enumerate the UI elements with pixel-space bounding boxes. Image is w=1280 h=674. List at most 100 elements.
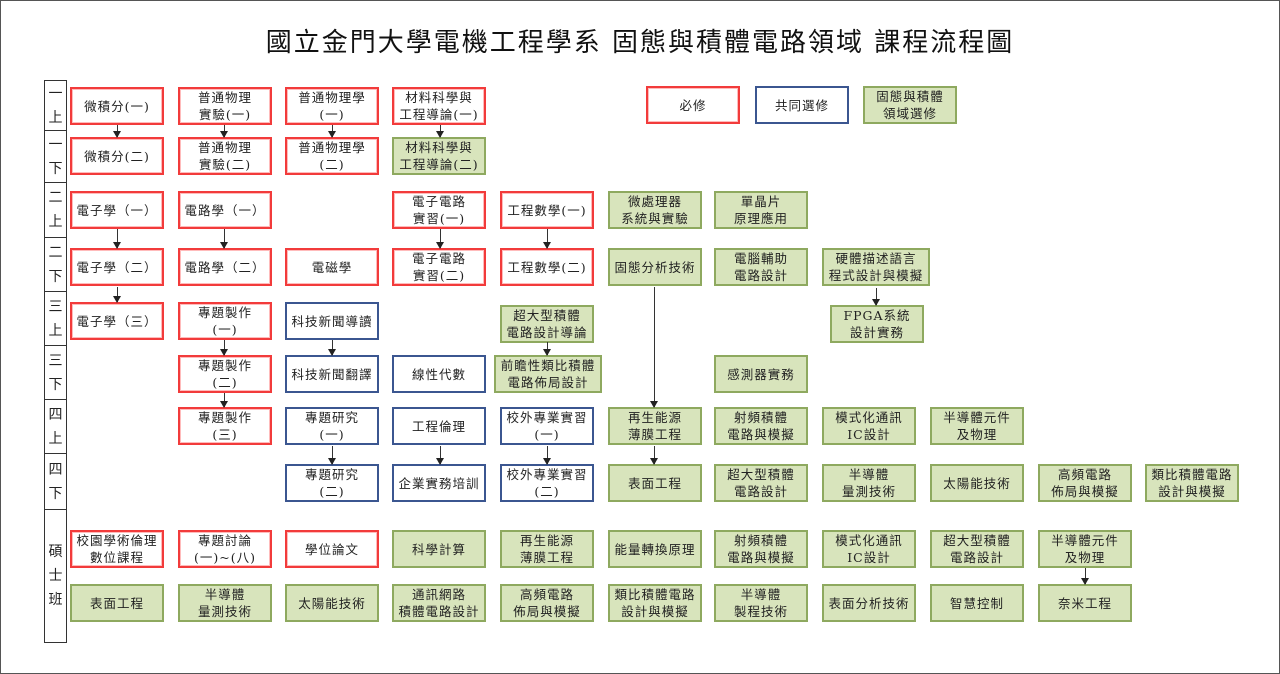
course-box: 普通物理 實驗(二): [178, 137, 272, 175]
semester-label: 三 下: [44, 345, 67, 399]
course-box: 類比積體電路 設計與模擬: [608, 584, 702, 622]
course-box: 單晶片 原理應用: [714, 191, 808, 229]
prerequisite-arrow: [650, 446, 658, 465]
course-box: 半導體元件 及物理: [1038, 530, 1132, 568]
course-box: 表面工程: [608, 464, 702, 502]
semester-label: 二 上: [44, 182, 67, 237]
course-box: 專題研究 (二): [285, 464, 379, 502]
course-box: 電腦輔助 電路設計: [714, 248, 808, 286]
course-box: 工程數學(一): [500, 191, 594, 229]
course-box: 半導體 量測技術: [178, 584, 272, 622]
page-title: 國立金門大學電機工程學系 固態與積體電路領域 課程流程圖: [265, 28, 1015, 58]
prerequisite-arrow: [436, 446, 444, 465]
semester-label: 碩 士 班: [44, 509, 67, 643]
prerequisite-arrow: [543, 446, 551, 465]
course-box: 模式化通訊 IC設計: [822, 407, 916, 445]
semester-label: 一 下: [44, 130, 67, 182]
course-box: 電子學（一）: [70, 191, 164, 229]
course-box: 電磁學: [285, 248, 379, 286]
prerequisite-arrow: [650, 287, 658, 408]
course-box: 普通物理學 (二): [285, 137, 379, 175]
prerequisite-arrow: [113, 229, 121, 249]
course-box: 校園學術倫理 數位課程: [70, 530, 164, 568]
legend-item: 必修: [646, 86, 740, 124]
course-box: 射頻積體 電路與模擬: [714, 530, 808, 568]
course-box: 智慧控制: [930, 584, 1024, 622]
prerequisite-arrow: [220, 393, 228, 408]
prerequisite-arrow: [436, 125, 444, 138]
prerequisite-arrow: [436, 229, 444, 249]
course-box: 高頻電路 佈局與模擬: [1038, 464, 1132, 502]
course-box: 類比積體電路 設計與模擬: [1145, 464, 1239, 502]
course-box: 半導體 量測技術: [822, 464, 916, 502]
course-box: 太陽能技術: [285, 584, 379, 622]
course-box: 再生能源 薄膜工程: [500, 530, 594, 568]
course-box: 超大型積體 電路設計: [714, 464, 808, 502]
legend-item: 共同選修: [755, 86, 849, 124]
course-box: 感測器實務: [714, 355, 808, 393]
course-box: 專題製作 (三): [178, 407, 272, 445]
course-box: 微積分(一): [70, 87, 164, 125]
course-box: 科學計算: [392, 530, 486, 568]
course-box: 固態分析技術: [608, 248, 702, 286]
course-box: 前瞻性類比積體 電路佈局設計: [494, 355, 602, 393]
semester-label: 三 上: [44, 291, 67, 345]
course-box: 電子電路 實習(一): [392, 191, 486, 229]
prerequisite-arrow: [220, 340, 228, 356]
prerequisite-arrow: [543, 229, 551, 249]
course-box: 射頻積體 電路與模擬: [714, 407, 808, 445]
course-box: 半導體 製程技術: [714, 584, 808, 622]
course-box: 微積分(二): [70, 137, 164, 175]
course-box: 工程數學(二): [500, 248, 594, 286]
course-box: 表面分析技術: [822, 584, 916, 622]
course-box: 專題討論 (一)~(八): [178, 530, 272, 568]
course-box: 高頻電路 佈局與模擬: [500, 584, 594, 622]
course-box: 校外專業實習 (二): [500, 464, 594, 502]
course-box: 材料科學與 工程導論(一): [392, 87, 486, 125]
prerequisite-arrow: [113, 287, 121, 303]
course-box: 電路學（二）: [178, 248, 272, 286]
course-box: 電子學（二）: [70, 248, 164, 286]
course-box: 電子學（三）: [70, 302, 164, 340]
semester-label: 四 上: [44, 399, 67, 453]
prerequisite-arrow: [220, 229, 228, 249]
course-box: 再生能源 薄膜工程: [608, 407, 702, 445]
course-box: 普通物理學 (一): [285, 87, 379, 125]
course-box: 普通物理 實驗(一): [178, 87, 272, 125]
prerequisite-arrow: [543, 342, 551, 356]
course-box: 奈米工程: [1038, 584, 1132, 622]
course-box: 學位論文: [285, 530, 379, 568]
course-box: 電子電路 實習(二): [392, 248, 486, 286]
course-box: 線性代數: [392, 355, 486, 393]
course-box: 專題製作 (二): [178, 355, 272, 393]
course-box: 太陽能技術: [930, 464, 1024, 502]
course-box: 模式化通訊 IC設計: [822, 530, 916, 568]
course-box: 材料科學與 工程導論(二): [392, 137, 486, 175]
semester-label: 四 下: [44, 453, 67, 509]
course-box: FPGA系統 設計實務: [830, 305, 924, 343]
prerequisite-arrow: [220, 125, 228, 138]
semester-label: 二 下: [44, 237, 67, 291]
prerequisite-arrow: [1081, 568, 1089, 585]
course-box: 能量轉換原理: [608, 530, 702, 568]
prerequisite-arrow: [328, 340, 336, 356]
course-box: 超大型積體 電路設計: [930, 530, 1024, 568]
prerequisite-arrow: [328, 125, 336, 138]
course-box: 微處理器 系統與實驗: [608, 191, 702, 229]
course-box: 硬體描述語言 程式設計與模擬: [822, 248, 930, 286]
prerequisite-arrow: [328, 446, 336, 465]
course-box: 半導體元件 及物理: [930, 407, 1024, 445]
semester-label: 一 上: [44, 80, 67, 130]
prerequisite-arrow: [872, 288, 880, 306]
course-box: 超大型積體 電路設計導論: [500, 305, 594, 343]
course-box: 校外專業實習 (一): [500, 407, 594, 445]
course-box: 工程倫理: [392, 407, 486, 445]
course-box: 科技新聞導讀: [285, 302, 379, 340]
course-box: 科技新聞翻譯: [285, 355, 379, 393]
course-box: 專題研究 (一): [285, 407, 379, 445]
course-box: 電路學（一）: [178, 191, 272, 229]
prerequisite-arrow: [113, 125, 121, 138]
course-box: 通訊網路 積體電路設計: [392, 584, 486, 622]
legend-item: 固態與積體 領域選修: [863, 86, 957, 124]
course-box: 表面工程: [70, 584, 164, 622]
